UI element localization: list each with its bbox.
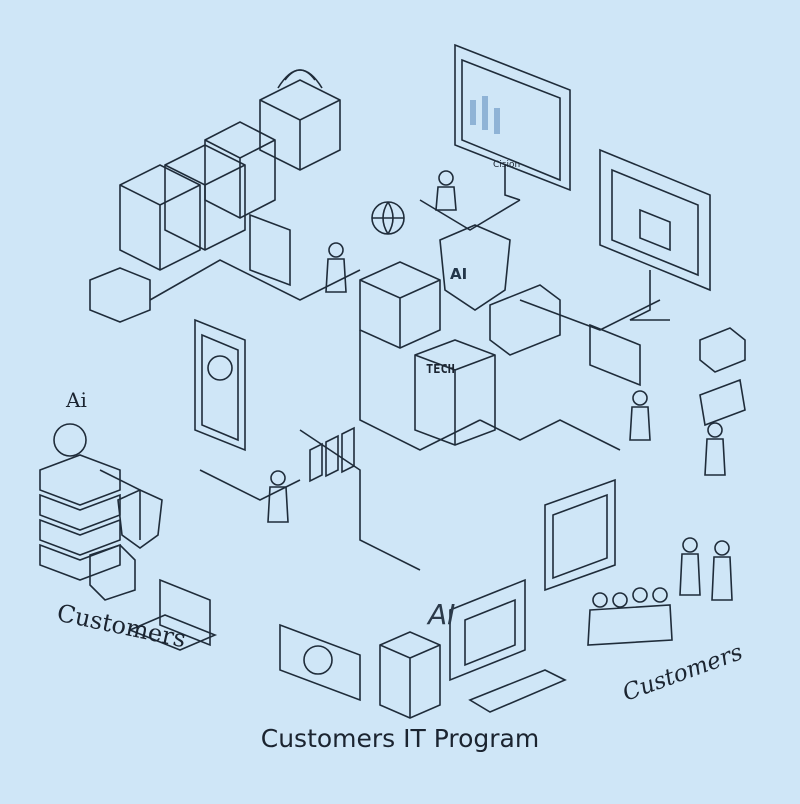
- screen-caption: Cision: [493, 160, 521, 170]
- globe-icon: [371, 201, 405, 235]
- ai-label-center: AI: [428, 598, 456, 631]
- ai-shield-label: AI: [450, 265, 468, 283]
- storage-cube-icon: [89, 213, 746, 601]
- laptop-icon: [449, 578, 567, 713]
- magnifier-icon: [279, 623, 361, 702]
- bar-chart-icon: [309, 426, 355, 483]
- tech-cube-label: TECH: [426, 362, 455, 376]
- monitor-dashboard-icon: [544, 478, 616, 592]
- database-icon: [39, 423, 121, 581]
- person-icon: [267, 170, 733, 646]
- storage-cube-icon: [359, 261, 496, 446]
- shield-icon: [117, 489, 163, 549]
- laptop-icon: [127, 578, 218, 651]
- router-icon: [259, 69, 341, 171]
- network-cable-icon: [99, 199, 661, 571]
- monitor-dashboard-icon: [599, 148, 711, 321]
- shield-icon: [439, 224, 511, 311]
- monitor-dashboard-icon: [194, 318, 246, 452]
- storage-cube-icon: [379, 631, 441, 719]
- monitor-dashboard-icon: [454, 43, 571, 201]
- page-title: Customers IT Program: [260, 724, 540, 753]
- server-rack-icon: [119, 121, 276, 271]
- ai-label-left: Ai: [66, 388, 87, 412]
